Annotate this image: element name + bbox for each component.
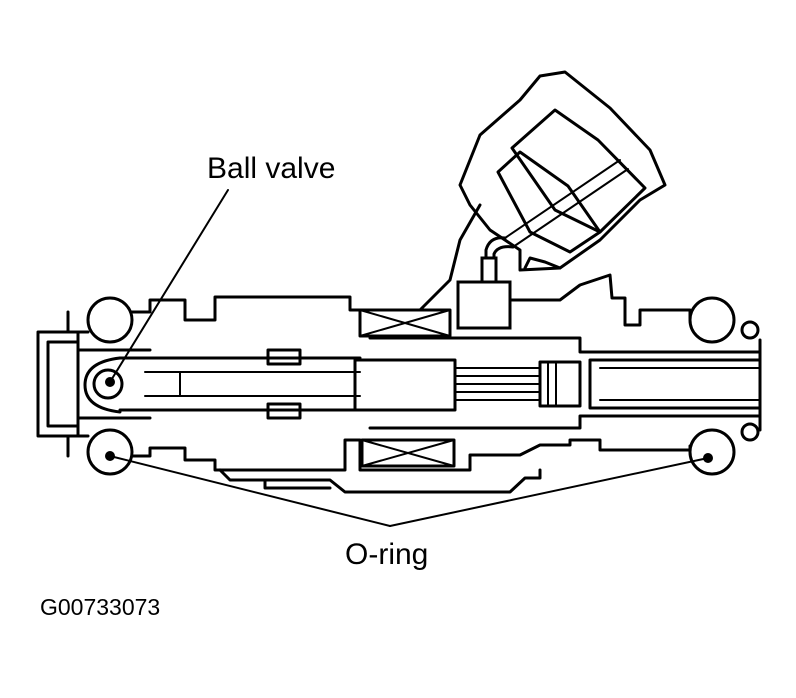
leader-lines — [105, 189, 713, 527]
core-tube — [368, 336, 762, 432]
o-rings — [86, 296, 760, 476]
figure-code: G00733073 — [40, 594, 161, 620]
ball-valve-label: Ball valve — [207, 152, 336, 185]
terminal-pin — [480, 256, 498, 284]
spring — [454, 360, 582, 408]
nozzle-tip — [36, 330, 152, 438]
electrical-connector — [458, 70, 667, 274]
o-ring-label: O-ring — [345, 538, 429, 571]
solenoid-coil-upper — [358, 308, 452, 338]
injector-body-upper — [66, 203, 702, 334]
ball-valve — [83, 356, 124, 414]
needle-assembly — [118, 348, 457, 420]
solenoid-coil-lower — [360, 438, 456, 468]
injector-body-lower — [66, 434, 702, 494]
terminal-block — [456, 280, 512, 330]
